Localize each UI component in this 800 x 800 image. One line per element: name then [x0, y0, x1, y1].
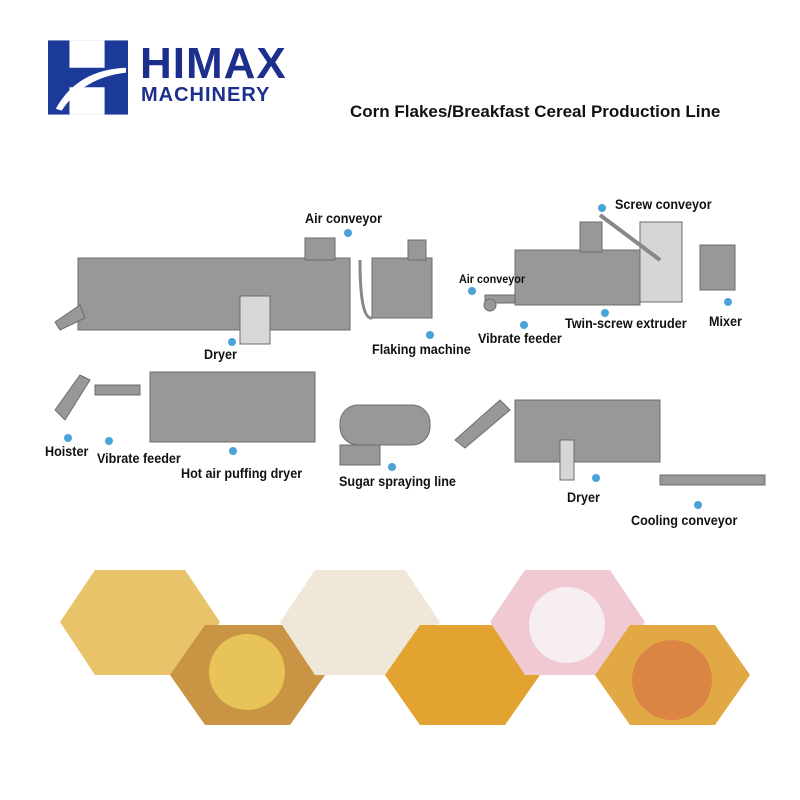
- cooling-conveyor-machine: [659, 474, 766, 486]
- sugar-spraying-drum: [339, 404, 431, 446]
- label-twin-screw-extruder: Twin-screw extruder: [565, 315, 687, 331]
- mixer-machine: [699, 244, 736, 291]
- cereal-photo-gallery: [60, 570, 750, 725]
- hot-air-puffing-dryer-machine: [149, 371, 316, 443]
- label-vibrate-feeder-top: Vibrate feeder: [478, 330, 562, 346]
- label-vibrate-feeder-bottom: Vibrate feeder: [97, 450, 181, 466]
- brand-name: HIMAX: [140, 39, 287, 88]
- label-dryer-top: Dryer: [204, 346, 237, 362]
- page-title: Corn Flakes/Breakfast Cereal Production …: [350, 102, 721, 121]
- twin-screw-extruder-machine: [514, 249, 641, 306]
- label-cooling-conveyor: Cooling conveyor: [631, 512, 738, 528]
- dryer-top-machine: [77, 257, 351, 331]
- dryer-bottom-machine: [514, 399, 661, 463]
- label-mixer: Mixer: [709, 313, 742, 329]
- label-sugar-spraying-line: Sugar spraying line: [339, 473, 456, 489]
- photo-corn-flakes-1: [60, 570, 220, 675]
- step-badges: [64, 204, 732, 509]
- brand-subtitle: MACHINERY: [141, 84, 271, 106]
- photo-cereal-rings: [280, 570, 440, 675]
- label-dryer-bottom: Dryer: [567, 489, 600, 505]
- photo-flakes-bowl-red: [595, 625, 750, 725]
- label-screw-conveyor: Screw conveyor: [615, 196, 712, 212]
- label-flaking-machine: Flaking machine: [372, 341, 471, 357]
- himax-logo-icon: [48, 40, 128, 115]
- label-hot-air-puffing-dryer: Hot air puffing dryer: [181, 465, 303, 481]
- flaking-machine: [371, 257, 433, 319]
- label-air-conveyor-small: Air conveyor: [459, 272, 526, 286]
- label-air-conveyor-top: Air conveyor: [305, 210, 383, 226]
- photo-frosted-flakes: [385, 625, 540, 725]
- label-hoister: Hoister: [45, 443, 89, 459]
